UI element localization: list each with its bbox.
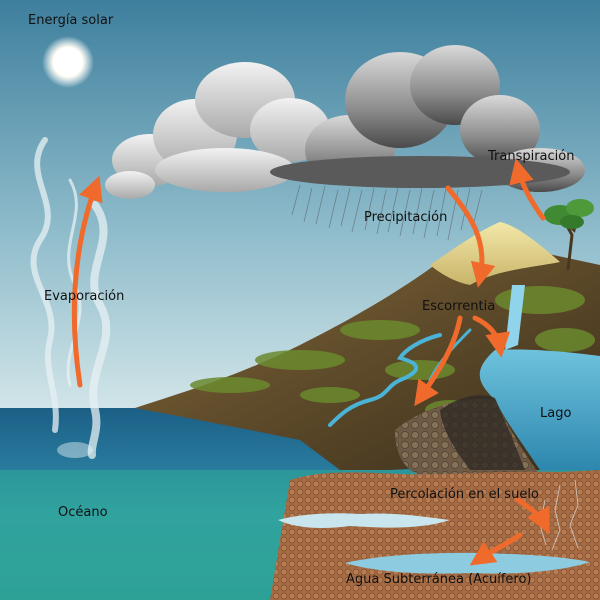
underground-water-upper [278, 513, 450, 528]
evaporation-shimmer [57, 442, 93, 458]
arrow-precipitation [445, 185, 496, 288]
label-ocean: Océano [58, 505, 108, 520]
aquifer [345, 552, 590, 574]
label-transpiration: Transpiración [487, 149, 574, 164]
arrow-percolation [515, 497, 550, 534]
cloud-right [270, 45, 585, 192]
label-precipitation: Precipitación [364, 210, 447, 225]
arrow-evaporation [71, 175, 103, 388]
arrow-runoff-right [472, 315, 511, 358]
label-solar-energy: Energía solar [28, 13, 114, 28]
label-groundwater: Agua Subterránea (Acuífero) [346, 572, 531, 587]
cycle-arrows [71, 158, 550, 566]
arrow-groundwater [469, 532, 523, 566]
mountain-peak [430, 222, 560, 285]
label-evaporation: Evaporación [44, 289, 124, 304]
sun-core [53, 47, 83, 77]
arrow-runoff-left [414, 315, 463, 407]
label-percolation: Percolación en el suelo [390, 487, 539, 502]
tree-icon [544, 199, 594, 271]
arrow-transpiration [509, 158, 546, 221]
label-lake: Lago [540, 406, 571, 421]
lake [479, 349, 600, 470]
dark-rock [440, 395, 525, 470]
label-runoff: Escorrentia [422, 299, 495, 314]
